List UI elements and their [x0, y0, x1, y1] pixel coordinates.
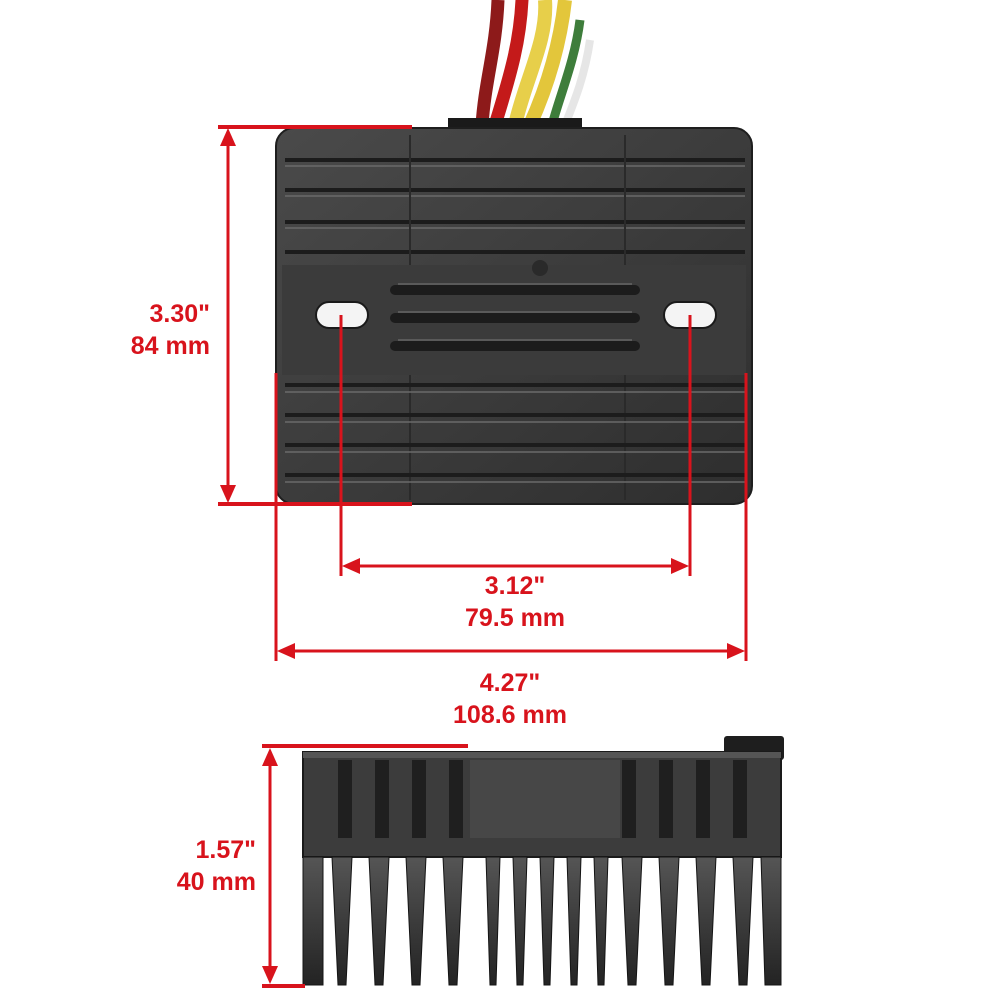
hole-arrow-left: [342, 558, 360, 574]
width-label: 4.27" 108.6 mm: [410, 667, 610, 731]
width-arrow-left: [277, 643, 295, 659]
hole-spacing-inches: 3.12": [484, 572, 546, 600]
height-arrow-top: [220, 128, 236, 146]
top-view: [275, 127, 753, 505]
wire-white: [561, 39, 594, 127]
wire-yellow-2: [523, 0, 572, 128]
depth-arrow-bottom: [262, 966, 278, 984]
side-view-top-strip: [303, 752, 781, 758]
side-view: [302, 736, 784, 986]
height-arrow-bottom: [220, 485, 236, 503]
width-inches: 4.27": [479, 669, 541, 697]
hole-spacing-mm: 79.5 mm: [464, 604, 566, 632]
width-arrow-right: [727, 643, 745, 659]
center-rib-highlights: [398, 283, 632, 341]
lower-fin-highlights: [285, 391, 745, 483]
wire-harness: [448, 0, 594, 134]
depth-arrow-top: [262, 748, 278, 766]
wire-dark-red: [475, 0, 505, 126]
depth-label: 1.57" 40 mm: [100, 834, 256, 898]
depth-mm: 40 mm: [176, 868, 256, 896]
dimension-lines: [218, 125, 748, 988]
wire-red: [488, 0, 529, 132]
width-mm: 108.6 mm: [453, 701, 567, 729]
side-view-top-slots: [338, 760, 747, 838]
side-view-center-block: [470, 760, 620, 838]
center-bump: [532, 260, 548, 276]
hole-spacing-label: 3.12" 79.5 mm: [415, 570, 615, 634]
upper-fins: [285, 158, 745, 254]
wire-yellow-1: [508, 0, 553, 127]
height-inches: 3.30": [149, 300, 210, 328]
hole-arrow-right: [671, 558, 689, 574]
lower-fins: [285, 383, 745, 477]
height-mm: 84 mm: [130, 332, 210, 360]
side-view-fins: [302, 856, 782, 986]
depth-inches: 1.57": [195, 836, 256, 864]
wire-green: [547, 19, 585, 127]
height-label: 3.30" 84 mm: [60, 298, 210, 362]
center-ribs: [390, 285, 640, 351]
upper-fin-highlights: [285, 165, 745, 229]
